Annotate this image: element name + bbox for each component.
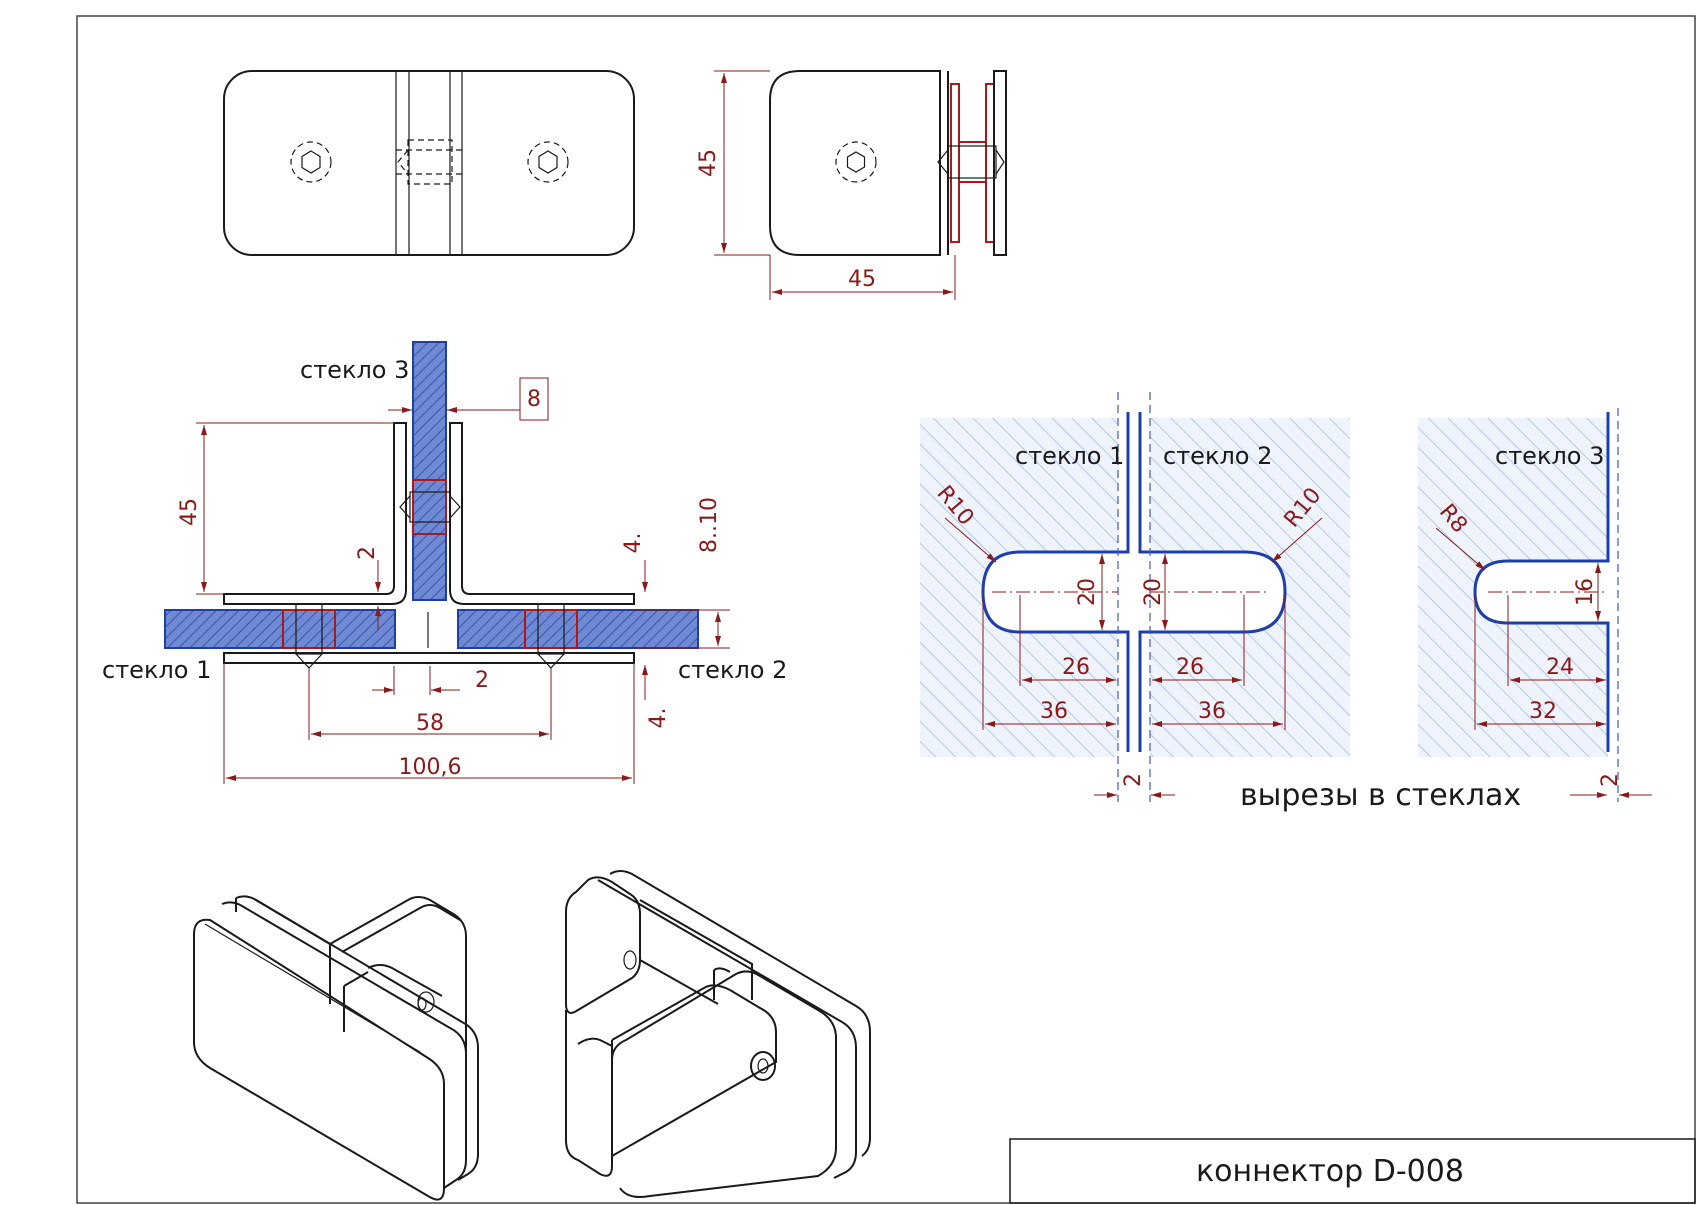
label-glass-2-section: стекло 2 <box>678 656 787 684</box>
glass-panel-1 <box>164 609 396 649</box>
dim-cutout-26-right: 26 <box>1176 655 1204 680</box>
dim-cutout-16: 16 <box>1573 578 1598 606</box>
isometric-view-back <box>565 870 871 1198</box>
label-glass-1-section: стекло 1 <box>102 656 211 684</box>
dim-section-100: 100,6 <box>399 755 462 780</box>
dim-top-width: 45 <box>848 267 876 292</box>
section-view <box>164 341 730 784</box>
dim-section-4-top: 4. <box>621 533 646 554</box>
sheet-border <box>76 15 1696 1204</box>
title-block <box>1009 1138 1696 1204</box>
cutout-glass-3 <box>1418 408 1619 802</box>
dim-section-height: 45 <box>177 498 202 526</box>
dim-cutout-2-right: 2 <box>1598 773 1623 787</box>
dim-section-2: 2 <box>475 668 489 693</box>
dim-cutout-24: 24 <box>1546 655 1574 680</box>
dim-cutout-32: 32 <box>1529 699 1557 724</box>
side-view <box>714 70 1007 300</box>
dim-cutout-20-left: 20 <box>1075 578 1100 606</box>
dim-section-4-bottom: 4. <box>646 708 671 729</box>
label-glass-2-cutout: стекло 2 <box>1163 442 1272 470</box>
dim-section-58: 58 <box>416 711 444 736</box>
dim-section-plate: 2 <box>355 546 380 560</box>
glass-panel-3 <box>412 341 447 601</box>
front-view <box>223 70 635 256</box>
cutout-glass-1 <box>920 392 1130 802</box>
dim-cutout-2-left: 2 <box>1121 773 1146 787</box>
label-glass-3-section: стекло 3 <box>300 356 409 384</box>
dim-section-range: 8..10 <box>697 497 722 553</box>
label-glass-1-cutout: стекло 1 <box>1015 442 1124 470</box>
cutout-glass-2 <box>1138 392 1350 802</box>
label-glass-3-cutout: стекло 3 <box>1495 442 1604 470</box>
dim-cutout-36-left: 36 <box>1040 699 1068 724</box>
drawing-title: коннектор D-008 <box>1196 1154 1464 1189</box>
cutout-dimensions <box>944 517 1652 798</box>
cutouts-caption: вырезы в стеклах <box>1240 778 1521 813</box>
dim-top-height: 45 <box>696 149 721 177</box>
dim-section-gap: 8 <box>527 387 541 412</box>
dim-cutout-36-right: 36 <box>1198 699 1226 724</box>
isometric-view-front <box>193 895 479 1201</box>
dim-cutout-26-left: 26 <box>1062 655 1090 680</box>
dim-cutout-20-right: 20 <box>1141 578 1166 606</box>
